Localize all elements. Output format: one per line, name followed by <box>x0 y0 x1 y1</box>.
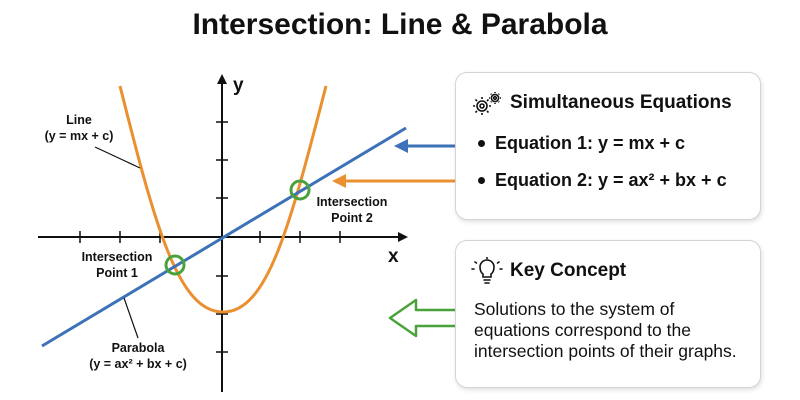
equation-1-item: Equation 1: y = mx + c <box>478 133 685 154</box>
point2-label-line1: Intersection <box>317 195 388 209</box>
x-axis-label: x <box>388 246 399 267</box>
straight-line <box>41 126 407 348</box>
equation-2-item: Equation 2: y = ax² + bx + c <box>478 170 727 191</box>
bullet-icon <box>478 140 485 147</box>
equations-card-heading: Simultaneous Equations <box>510 92 732 113</box>
intersection-point-1-marker <box>164 254 186 276</box>
intersection-point-2-marker <box>289 179 311 201</box>
gears-icon <box>470 89 504 117</box>
line-label-equation: (y = mx + c) <box>45 129 114 143</box>
equation2-arrow <box>332 174 466 188</box>
point2-label-line2: Point 2 <box>331 211 373 225</box>
concept-description: Solutions to the system of equations cor… <box>474 299 737 361</box>
y-axis-label: y <box>233 75 244 96</box>
x-axis-ticks <box>79 231 341 243</box>
concept-card-heading: Key Concept <box>510 260 627 281</box>
simultaneous-equations-card: Simultaneous Equations Equation 1: y = m… <box>455 72 761 220</box>
parabola-label-title: Parabola <box>112 341 166 355</box>
point1-label-line2: Point 1 <box>96 266 138 280</box>
parabola-label-leader <box>123 297 139 339</box>
lightbulb-icon <box>470 256 504 285</box>
key-concept-card: Key Concept Solutions to the system of e… <box>455 240 761 388</box>
line-label-title: Line <box>66 113 92 127</box>
equations-card-header: Simultaneous Equations <box>470 89 732 117</box>
equation-1-text: Equation 1: y = mx + c <box>495 133 686 153</box>
page-title: Intersection: Line & Parabola <box>192 8 608 41</box>
y-axis-ticks <box>216 121 228 353</box>
parabola-curve <box>118 85 328 314</box>
line-label-leader <box>94 146 141 169</box>
equation-2-text: Equation 2: y = ax² + bx + c <box>495 170 727 190</box>
bullet-icon <box>478 177 485 184</box>
parabola-label-equation: (y = ax² + bx + c) <box>89 357 187 371</box>
concept-card-header: Key Concept <box>470 256 627 285</box>
point1-label-line1: Intersection <box>82 250 153 264</box>
